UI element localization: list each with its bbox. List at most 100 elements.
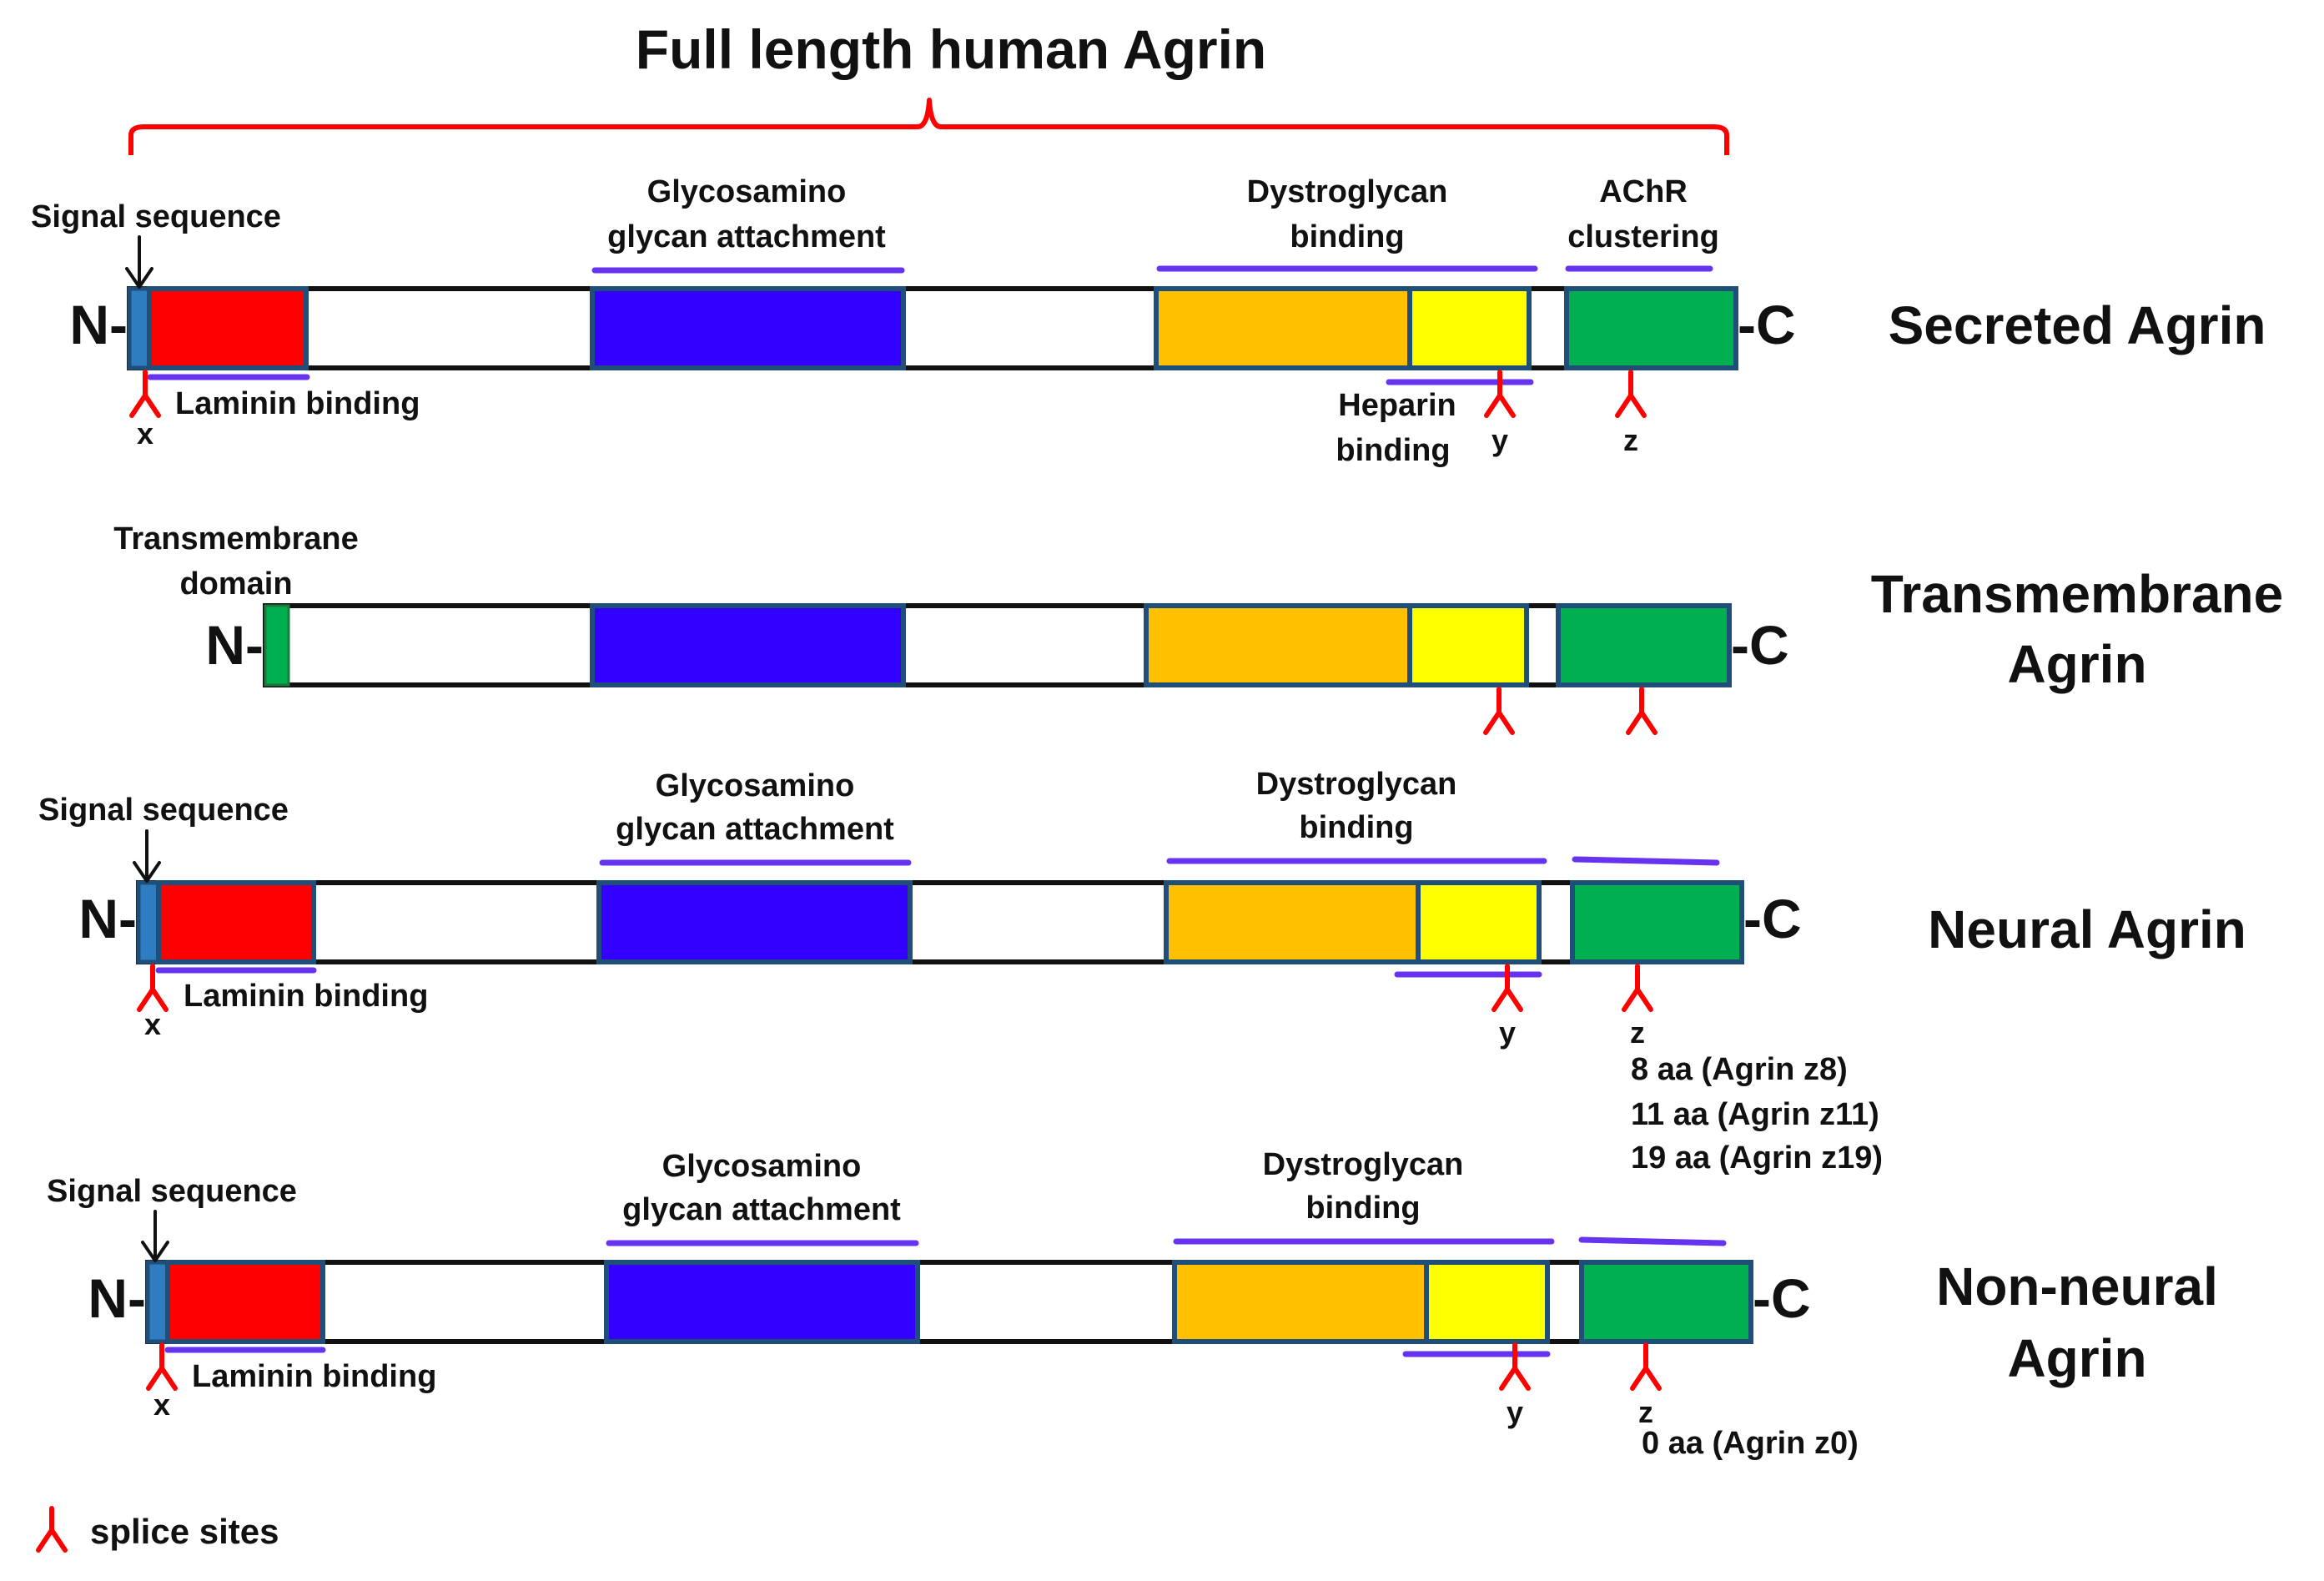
splice-site-icon — [129, 370, 161, 418]
laminin-binding-label: Laminin binding — [175, 386, 420, 421]
heparin-binding-domain — [1424, 1260, 1550, 1344]
dystroglycan-label-line1: Dystroglycan — [1263, 1147, 1464, 1182]
achr-label-line1: AChR — [1599, 174, 1688, 209]
isoform-name-line2: Agrin — [2007, 634, 2146, 694]
gag-label-line2: glycan attachment — [616, 812, 894, 847]
n-terminus-label: N- — [69, 294, 128, 355]
dystroglycan-label-line1: Dystroglycan — [1247, 174, 1448, 209]
transmembrane-domain — [264, 604, 290, 687]
splice-site-x-label: x — [153, 1387, 170, 1422]
achr-clustering-domain — [1579, 1260, 1753, 1344]
arrow-down-icon — [133, 829, 161, 883]
isoform-transmembrane: N- -C Transmembrane Agrin Transmembrane … — [113, 521, 2283, 735]
splice-site-z-label: z — [1630, 1015, 1645, 1050]
dystroglycan-binding-domain — [1164, 880, 1421, 964]
splice-site-icon — [1615, 370, 1647, 418]
glycosaminoglycan-domain — [596, 880, 913, 964]
z-variant: 11 aa (Agrin z11) — [1631, 1097, 1879, 1132]
signal-sequence-label: Signal sequence — [47, 1174, 297, 1209]
splice-site-icon — [1483, 687, 1515, 735]
achr-label-line2: clustering — [1567, 219, 1719, 254]
c-terminus-label: -C — [1743, 888, 1802, 949]
signal-sequence-domain — [127, 286, 152, 370]
signal-sequence-label: Signal sequence — [31, 199, 281, 234]
splice-site-icon — [1499, 1342, 1531, 1391]
laminin-binding-domain — [147, 286, 309, 370]
achr-annotation-line — [1572, 856, 1720, 866]
splice-site-y-label: y — [1499, 1015, 1516, 1050]
c-terminus-label: -C — [1753, 1267, 1811, 1329]
signal-sequence-label: Signal sequence — [38, 793, 289, 828]
isoform-name: Neural Agrin — [1928, 899, 2246, 959]
gag-label-line2: glycan attachment — [622, 1192, 901, 1227]
legend: splice sites — [36, 1506, 279, 1553]
n-terminus-label: N- — [88, 1267, 146, 1329]
transmembrane-label-line2: domain — [179, 566, 292, 602]
z-variant: 8 aa (Agrin z8) — [1631, 1052, 1848, 1087]
dystroglycan-label-line1: Dystroglycan — [1256, 767, 1457, 802]
gag-label-line1: Glycosamino — [647, 174, 847, 209]
laminin-binding-domain — [156, 880, 316, 964]
splice-site-x-label: x — [144, 1007, 161, 1041]
splice-site-icon — [1626, 687, 1657, 735]
n-terminus-label: N- — [205, 614, 264, 676]
heparin-binding-domain — [1416, 880, 1542, 964]
n-terminus-label: N- — [78, 888, 137, 949]
signal-sequence-domain — [136, 880, 161, 964]
isoform-neural: N- -C Neural Agrin Signal sequence Glyco… — [38, 767, 2246, 1176]
gag-label-line1: Glycosamino — [662, 1149, 862, 1184]
glycosaminoglycan-domain — [590, 286, 906, 370]
isoform-name-line1: Transmembrane — [1871, 564, 2283, 624]
gag-label-line2: glycan attachment — [607, 219, 886, 254]
laminin-binding-label: Laminin binding — [184, 979, 428, 1014]
splice-site-x-label: x — [137, 416, 153, 451]
z-variant: 19 aa (Agrin z19) — [1631, 1140, 1883, 1176]
legend-label: splice sites — [90, 1512, 279, 1551]
diagram-title: Full length human Agrin — [636, 18, 1267, 80]
splice-site-icon — [137, 964, 169, 1012]
dystroglycan-label-line2: binding — [1299, 810, 1413, 845]
splice-site-icon — [1630, 1342, 1662, 1391]
isoform-name-line2: Agrin — [2007, 1328, 2146, 1388]
dystroglycan-binding-domain — [1144, 603, 1412, 687]
splice-site-icon — [1484, 370, 1516, 418]
isoform-name: Secreted Agrin — [1889, 295, 2266, 355]
curly-bracket-icon — [128, 98, 1729, 155]
splice-site-icon — [36, 1506, 68, 1553]
splice-site-icon — [146, 1342, 178, 1391]
splice-site-y-label: y — [1491, 423, 1508, 457]
splice-site-y-label: y — [1507, 1395, 1523, 1429]
heparin-label-line2: binding — [1336, 433, 1450, 468]
signal-sequence-domain — [145, 1260, 170, 1344]
isoform-non-neural: N- -C Non-neural Agrin Signal sequence G… — [47, 1147, 2218, 1461]
gag-label-line1: Glycosamino — [656, 768, 855, 803]
heparin-label-line1: Heparin — [1338, 388, 1456, 423]
arrow-down-icon — [141, 1210, 169, 1262]
isoform-name-line1: Non-neural — [1936, 1256, 2218, 1317]
laminin-binding-label: Laminin binding — [192, 1359, 436, 1394]
dystroglycan-binding-domain — [1172, 1260, 1429, 1344]
dystroglycan-binding-domain — [1154, 286, 1412, 370]
glycosaminoglycan-domain — [590, 603, 906, 687]
c-terminus-label: -C — [1731, 614, 1789, 676]
achr-annotation-line — [1578, 1236, 1727, 1246]
splice-site-z-label: z — [1623, 423, 1638, 457]
splice-site-icon — [1622, 964, 1653, 1012]
arrow-down-icon — [125, 235, 153, 289]
transmembrane-label-line1: Transmembrane — [113, 521, 359, 556]
laminin-binding-domain — [165, 1260, 325, 1344]
z-variant: 0 aa (Agrin z0) — [1642, 1426, 1859, 1461]
achr-clustering-domain — [1570, 880, 1744, 964]
heparin-binding-domain — [1407, 603, 1529, 687]
achr-clustering-domain — [1564, 286, 1738, 370]
dystroglycan-label-line2: binding — [1290, 219, 1404, 254]
splice-site-icon — [1491, 964, 1523, 1012]
isoform-secreted: N- -C Secreted Agrin Signal sequence Gly… — [31, 174, 2266, 468]
glycosaminoglycan-domain — [604, 1260, 920, 1344]
achr-clustering-domain — [1556, 603, 1732, 687]
c-terminus-label: -C — [1738, 294, 1796, 355]
heparin-binding-domain — [1407, 286, 1532, 370]
splice-site-z-label: z — [1638, 1395, 1653, 1429]
dystroglycan-label-line2: binding — [1305, 1191, 1420, 1226]
